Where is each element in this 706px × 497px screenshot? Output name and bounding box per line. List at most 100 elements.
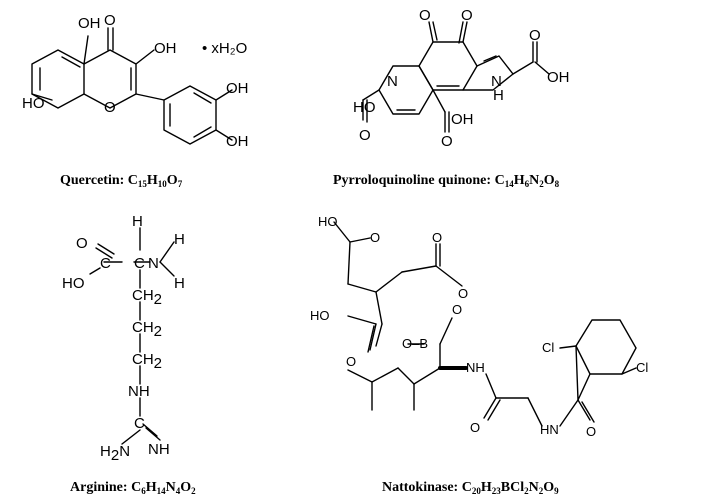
quercetin-structure: OH O OH • xH₂O HO O OH OH Quercetin: C15… bbox=[0, 0, 353, 200]
arginine-nh: NH bbox=[128, 383, 150, 400]
formula-element: H bbox=[146, 173, 158, 188]
nattokinase-o4: O bbox=[346, 354, 356, 369]
arginine-c3: C bbox=[134, 415, 145, 432]
formula-element: C bbox=[127, 173, 138, 188]
pqq-oh2: OH bbox=[451, 111, 474, 128]
nattokinase-ho1: HO bbox=[318, 214, 338, 229]
arginine-ch2a: CH2 bbox=[132, 287, 162, 308]
formula-subscript: 4 bbox=[175, 486, 181, 496]
arginine-ho: HO bbox=[62, 275, 85, 292]
formula-element: O bbox=[180, 480, 192, 495]
arginine-diagram: O H H C C N H HO CH2 CH2 CH2 NH C H2N NH bbox=[62, 213, 185, 464]
nattokinase-hn: HN bbox=[540, 422, 559, 437]
formula-subscript: 14 bbox=[156, 486, 166, 496]
formula-element: H bbox=[480, 480, 492, 495]
pqq-o1: O bbox=[419, 7, 431, 24]
formula-subscript: 2 bbox=[538, 486, 544, 496]
pqq-n: N bbox=[387, 73, 398, 90]
nattokinase-o3: O bbox=[458, 286, 468, 301]
quercetin-oh-r2: OH bbox=[226, 133, 249, 150]
nattokinase-o6: O bbox=[470, 420, 480, 435]
quercetin-caption: Quercetin: C15H10O7 bbox=[60, 173, 182, 189]
quercetin-caption-name: Quercetin: bbox=[60, 173, 125, 188]
pqq-nh: N bbox=[491, 73, 502, 90]
formula-element: N bbox=[528, 480, 539, 495]
arginine-h-right: H bbox=[174, 231, 185, 248]
arginine-c1: C bbox=[100, 255, 111, 272]
nattokinase-nh1: NH bbox=[466, 360, 485, 375]
arginine-h-bot: H bbox=[174, 275, 185, 292]
nattokinase-ob: O–B bbox=[402, 336, 428, 351]
formula-element: N bbox=[529, 173, 540, 188]
arginine-structure: O H H C C N H HO CH2 CH2 CH2 NH C H 2 N NH… bbox=[0, 200, 353, 497]
nattokinase-o2: O bbox=[432, 230, 442, 245]
pqq-h: H bbox=[493, 87, 504, 104]
arginine-o: O bbox=[76, 235, 88, 252]
quercetin-oh-top: OH bbox=[78, 15, 101, 32]
pqq-o2: O bbox=[461, 7, 473, 24]
formula-element: N bbox=[165, 480, 176, 495]
formula-element: H bbox=[145, 480, 157, 495]
pqq-caption-name: Pyrroloquinoline quinone: bbox=[333, 173, 492, 188]
nattokinase-cl2: Cl bbox=[636, 360, 648, 375]
formula-subscript: 20 bbox=[471, 486, 481, 496]
pqq-ho: HO bbox=[353, 99, 376, 116]
formula-subscript: 6 bbox=[141, 486, 146, 496]
arginine-ch2b: CH2 bbox=[132, 319, 162, 340]
arginine-ch2c: CH2 bbox=[132, 351, 162, 372]
nattokinase-ho2: HO bbox=[310, 308, 330, 323]
pqq-caption: Pyrroloquinoline quinone: C14H6N2O8 bbox=[333, 173, 559, 189]
quercetin-diagram: OH O OH • xH₂O HO O OH OH bbox=[22, 12, 249, 150]
pqq-o4: O bbox=[359, 127, 371, 144]
nattokinase-cl1: Cl bbox=[542, 340, 554, 355]
nattokinase-diagram: HO O O O HO O O–B O NH Cl Cl O HN O bbox=[310, 214, 648, 439]
nattokinase-structure: HO O O O HO O O–B O NH Cl Cl O HN O Natt… bbox=[290, 200, 706, 497]
formula-subscript: 15 bbox=[137, 179, 147, 189]
formula-element: B bbox=[500, 480, 511, 495]
arginine-caption: Arginine: C6H14N4O2 bbox=[70, 480, 196, 496]
quercetin-oh-r1: OH bbox=[226, 80, 249, 97]
formula-subscript: 6 bbox=[524, 179, 530, 189]
pqq-diagram: O O O OH N N H HO OH O O bbox=[353, 7, 570, 150]
pqq-o5: O bbox=[441, 133, 453, 150]
formula-subscript: 8 bbox=[554, 179, 560, 189]
quercetin-ho-left: HO bbox=[22, 95, 45, 112]
nattokinase-caption: Nattokinase: C20H23BCl2N2O9 bbox=[382, 480, 559, 496]
pqq-o3: O bbox=[529, 27, 541, 44]
arginine-caption-name: Arginine: bbox=[70, 480, 128, 495]
quercetin-ring-o: O bbox=[104, 99, 116, 116]
formula-subscript: 14 bbox=[504, 179, 514, 189]
formula-element: O bbox=[166, 173, 178, 188]
formula-subscript: 23 bbox=[491, 486, 501, 496]
formula-element: O bbox=[543, 173, 555, 188]
formula-element: C bbox=[494, 173, 505, 188]
pqq-formula: C14H6N2O8 bbox=[494, 173, 560, 189]
arginine-n1: N bbox=[148, 255, 159, 272]
quercetin-carbonyl-o: O bbox=[104, 12, 116, 29]
quercetin-oh-3: OH bbox=[154, 40, 177, 57]
nattokinase-caption-name: Nattokinase: bbox=[382, 480, 459, 495]
arginine-c2: C bbox=[134, 255, 145, 272]
formula-element: C bbox=[131, 480, 142, 495]
formula-element: H bbox=[513, 173, 525, 188]
formula-subscript: 2 bbox=[524, 486, 529, 496]
pqq-oh1: OH bbox=[547, 69, 570, 86]
formula-subscript: 9 bbox=[554, 486, 559, 496]
nattokinase-o7: O bbox=[586, 424, 596, 439]
formula-subscript: 7 bbox=[177, 179, 183, 189]
pqq-structure: O O O OH N N H HO OH O O Pyrroloquinolin… bbox=[333, 0, 706, 200]
formula-element: O bbox=[543, 480, 555, 495]
arginine-h-top: H bbox=[132, 213, 143, 230]
arginine-formula: C6H14N4O2 bbox=[131, 480, 196, 496]
nattokinase-o5: O bbox=[452, 302, 462, 317]
quercetin-formula: C15H10O7 bbox=[127, 173, 183, 189]
formula-subscript: 2 bbox=[191, 486, 196, 496]
formula-subscript: 10 bbox=[157, 179, 167, 189]
formula-element: C bbox=[461, 480, 472, 495]
formula-subscript: 2 bbox=[539, 179, 544, 189]
formula-element: Cl bbox=[510, 480, 525, 495]
nattokinase-o1: O bbox=[370, 230, 380, 245]
nattokinase-formula: C20H23BCl2N2O9 bbox=[461, 480, 559, 496]
arginine-nh2: NH bbox=[148, 441, 170, 458]
quercetin-hydrate: • xH₂O bbox=[202, 40, 247, 57]
